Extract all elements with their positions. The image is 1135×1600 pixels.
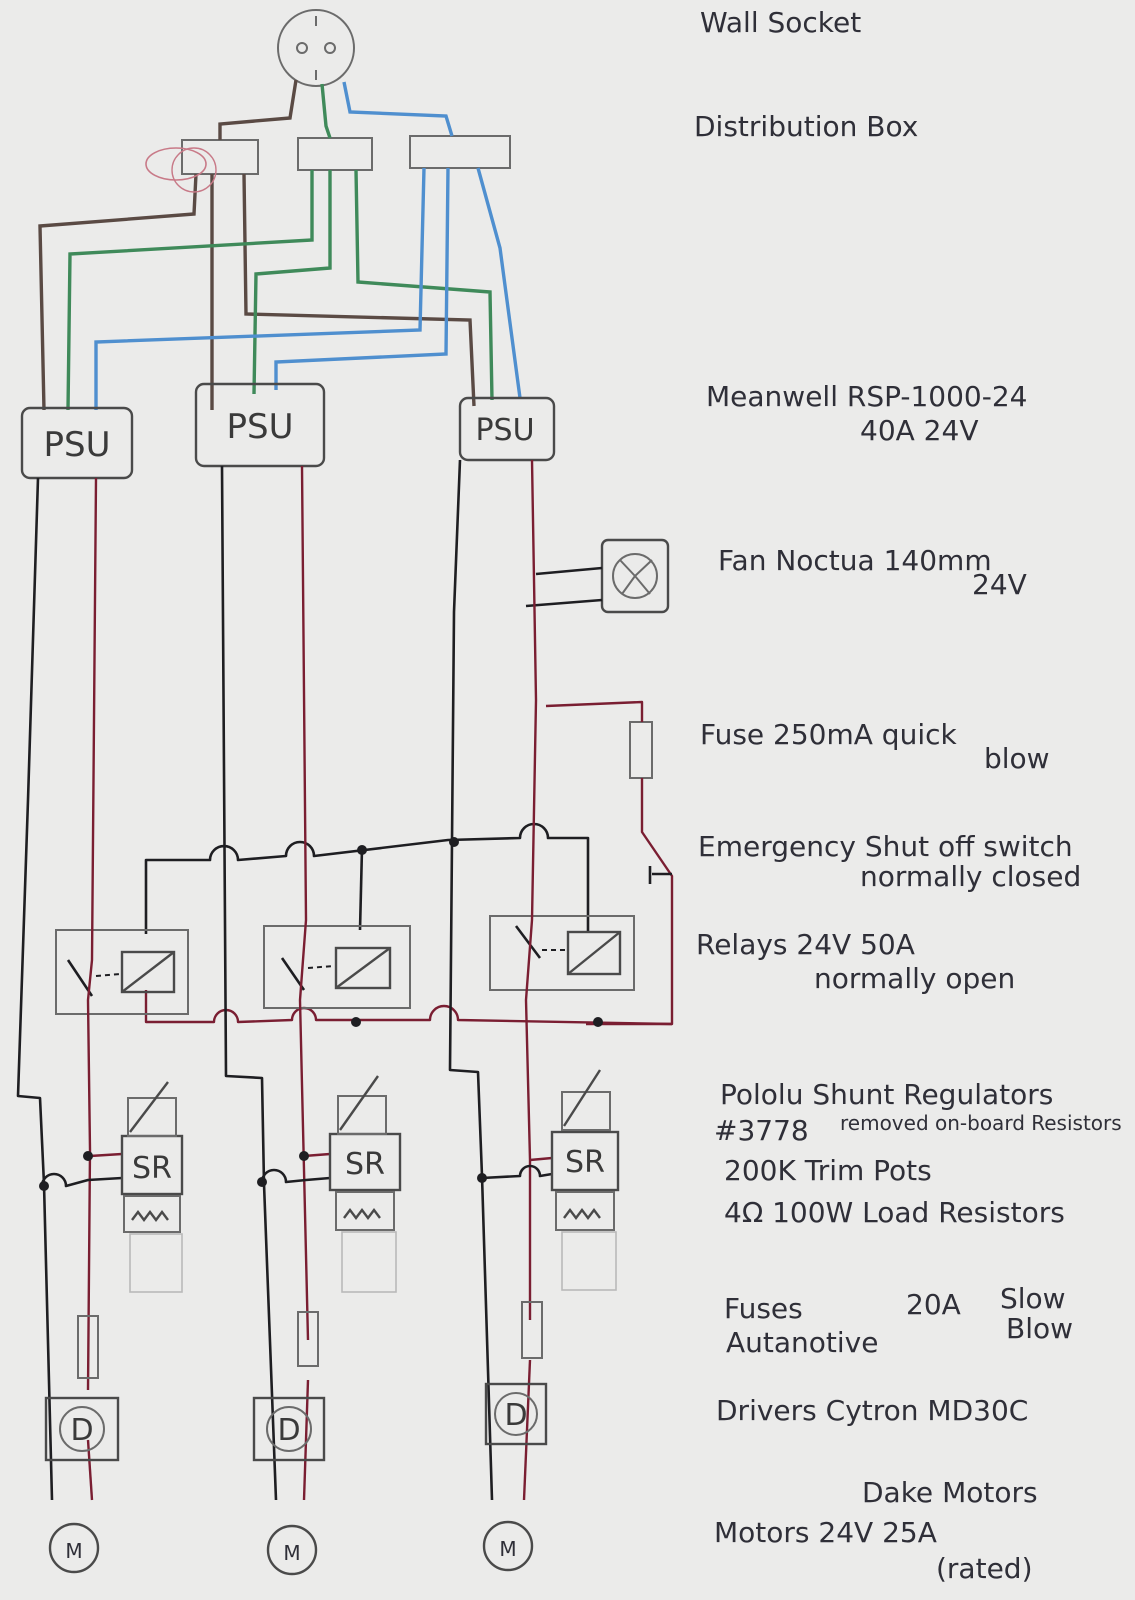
- motor-2: M: [266, 1524, 318, 1576]
- motor-3: M: [482, 1520, 534, 1572]
- fuse-250ma: [545, 700, 674, 1026]
- driver-1: D: [44, 1396, 120, 1462]
- motor-2-label: M: [283, 1541, 300, 1565]
- shunt-regulator-2: SR: [328, 1075, 402, 1293]
- fuse-20a-3: [521, 1301, 543, 1359]
- channel-3-wiring: [448, 459, 553, 1501]
- psu-3-label: PSU: [475, 413, 534, 448]
- note-fuses: Fuses: [724, 1292, 803, 1325]
- fuse-20a-1: [77, 1315, 99, 1379]
- distribution-box: [181, 135, 511, 175]
- mains-wiring: [38, 79, 522, 411]
- shunt-regulator-1: SR: [120, 1081, 184, 1293]
- psu-2: PSU: [194, 382, 326, 468]
- note-motors-brand: Dake Motors: [862, 1476, 1038, 1509]
- shunt-1-label: SR: [132, 1151, 172, 1186]
- note-shunt-removed: removed on-board Resistors: [840, 1111, 1122, 1135]
- psu-3: PSU: [458, 396, 556, 462]
- motor-3-label: M: [499, 1537, 516, 1561]
- relay-3: [489, 915, 635, 991]
- note-estop-state: normally closed: [860, 860, 1081, 893]
- emergency-switch: [648, 866, 672, 884]
- note-psu-model: Meanwell RSP-1000-24: [706, 380, 1027, 413]
- channel-2-wiring: [220, 465, 331, 1501]
- shunt-regulator-3: SR: [550, 1069, 620, 1291]
- driver-3: D: [484, 1382, 548, 1446]
- note-fuses-automotive: Autanotive: [726, 1326, 878, 1359]
- note-fuse-type: blow: [984, 742, 1050, 775]
- note-load-resistors: 4Ω 100W Load Resistors: [724, 1196, 1065, 1229]
- note-relays: Relays 24V 50A: [696, 928, 915, 961]
- note-fuse-rating: Fuse 250mA quick: [700, 718, 958, 751]
- note-estop: Emergency Shut off switch: [698, 830, 1073, 863]
- wall-socket: [277, 9, 355, 87]
- note-shunt-part: #3778: [714, 1114, 809, 1147]
- fuse-20a-2: [297, 1311, 319, 1367]
- psu-1: PSU: [20, 406, 134, 480]
- shunt-2-label: SR: [345, 1147, 385, 1182]
- note-motors-rated: (rated): [936, 1552, 1033, 1585]
- motor-1-label: M: [65, 1539, 82, 1563]
- motor-1: M: [48, 1522, 100, 1574]
- psu-1-label: PSU: [44, 425, 111, 465]
- relay-1: [55, 929, 189, 1015]
- fan-noctua: [525, 538, 670, 614]
- note-shunt-model: Pololu Shunt Regulators: [720, 1078, 1053, 1111]
- annotations: Wall Socket Distribution Box Meanwell RS…: [694, 6, 1122, 1585]
- driver-2: D: [252, 1396, 326, 1462]
- note-fan-voltage: 24V: [972, 568, 1027, 601]
- psu-2-label: PSU: [227, 407, 294, 447]
- shunt-3-label: SR: [565, 1145, 605, 1180]
- note-fuses-rating: 20A: [906, 1288, 961, 1321]
- control-bus: [144, 822, 590, 934]
- note-relays-state: normally open: [814, 962, 1015, 995]
- note-fuses-slow: Slow: [1000, 1282, 1066, 1315]
- note-drivers: Drivers Cytron MD30C: [716, 1394, 1028, 1427]
- note-fan-model: Fan Noctua 140mm: [718, 544, 992, 577]
- note-wall-socket: Wall Socket: [700, 6, 861, 39]
- driver-3-label: D: [504, 1398, 527, 1433]
- note-fuses-blow: Blow: [1006, 1312, 1073, 1345]
- channel-1-wiring: [16, 477, 123, 1501]
- note-trim-pots: 200K Trim Pots: [724, 1154, 932, 1187]
- note-distribution-box: Distribution Box: [694, 110, 918, 143]
- driver-1-label: D: [70, 1413, 93, 1448]
- driver-2-label: D: [277, 1413, 300, 1448]
- note-motors: Motors 24V 25A: [714, 1516, 937, 1549]
- relay-2: [263, 925, 411, 1009]
- note-psu-rating: 40A 24V: [860, 414, 978, 447]
